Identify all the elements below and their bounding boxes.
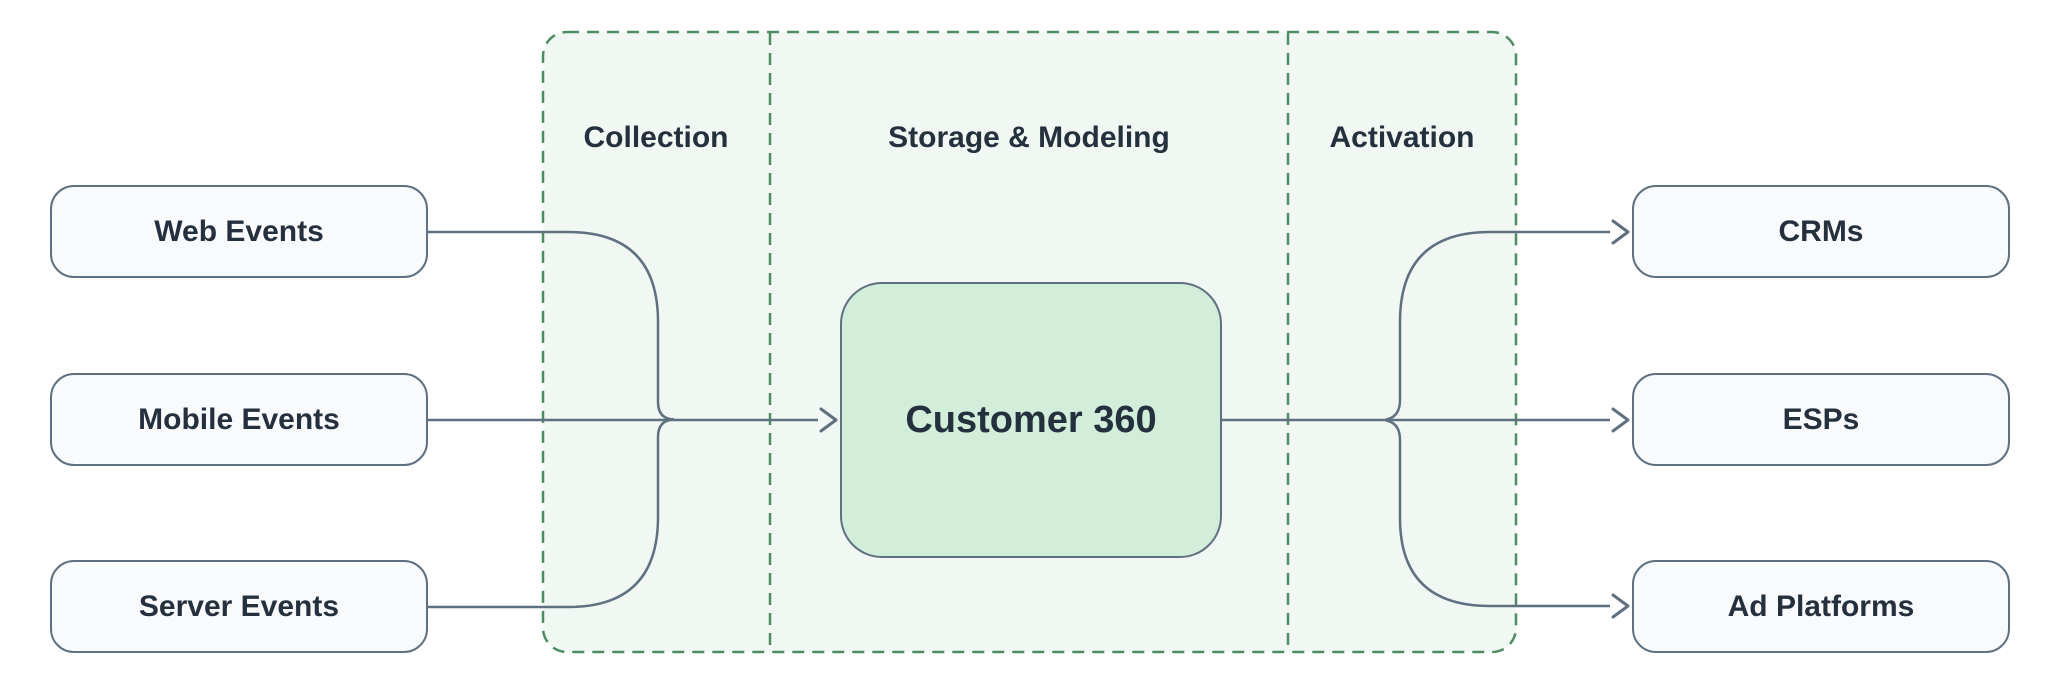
stage-label-storage-modeling: Storage & Modeling [888, 121, 1170, 154]
node-web-events: Web Events [50, 185, 428, 278]
node-ad-platforms: Ad Platforms [1632, 560, 2010, 653]
arrowhead-into-ad-platforms-icon [1611, 593, 1630, 619]
arrowhead-into-esps-icon [1611, 407, 1630, 433]
node-server-events: Server Events [50, 560, 428, 653]
stage-label-collection: Collection [583, 121, 729, 154]
node-esps: ESPs [1632, 373, 2010, 466]
connector-web-events [428, 230, 675, 421]
node-customer-360: Customer 360 [840, 282, 1222, 558]
connector-server-events [428, 418, 675, 609]
arrowhead-into-hub-icon [819, 407, 838, 433]
stage-label-activation: Activation [1329, 121, 1475, 154]
connector-branch-to-crms [1385, 230, 1610, 421]
node-crms: CRMs [1632, 185, 2010, 278]
connector-branch-to-ad-platforms [1385, 419, 1610, 608]
node-mobile-events: Mobile Events [50, 373, 428, 466]
arrowhead-into-crms-icon [1611, 219, 1630, 245]
